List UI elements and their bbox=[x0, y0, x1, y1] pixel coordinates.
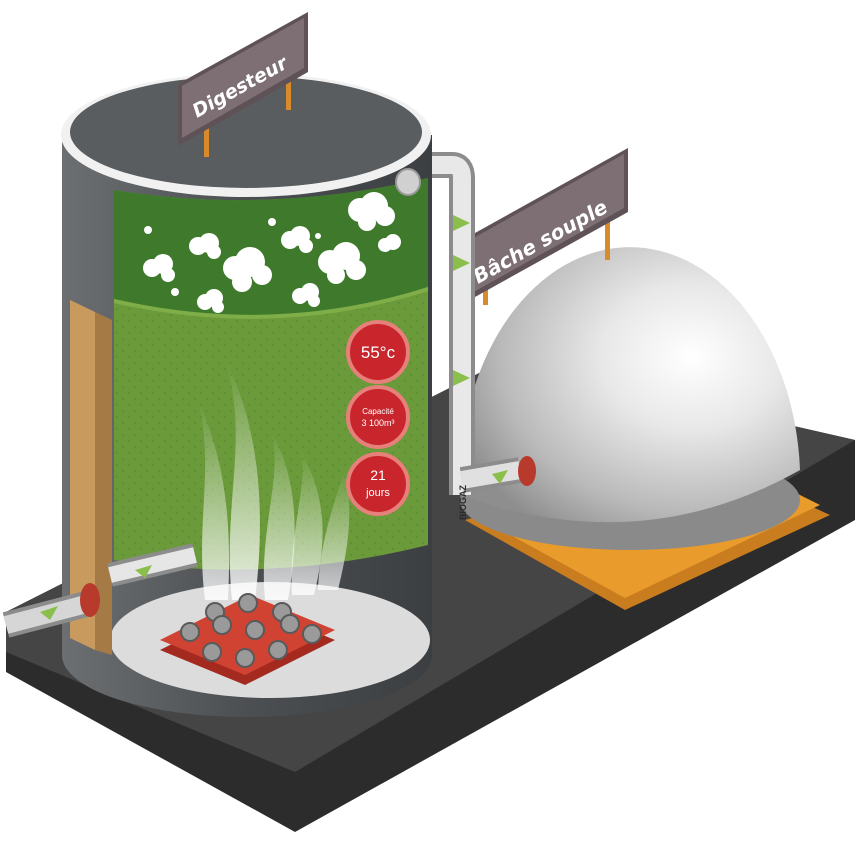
bubble-cluster bbox=[189, 233, 221, 259]
sign-post bbox=[605, 215, 610, 260]
capacity-value: 3 100m³ bbox=[361, 418, 394, 428]
sign-post bbox=[286, 80, 291, 110]
flexible-cover-dome bbox=[459, 247, 800, 550]
heating-manifold bbox=[160, 593, 335, 685]
gas-bubbles bbox=[143, 192, 401, 313]
inlet-pipes bbox=[2, 543, 198, 638]
flow-arrow-icon bbox=[453, 370, 470, 386]
duration-badge: 21 jours bbox=[346, 452, 410, 516]
sign-post bbox=[204, 115, 209, 157]
bubble-cluster bbox=[281, 226, 313, 253]
flow-arrow-icon bbox=[40, 606, 58, 620]
capacity-label: Capacité bbox=[362, 407, 394, 416]
bubble-cluster bbox=[143, 254, 175, 282]
pipe-flange bbox=[80, 583, 100, 617]
temperature-badge: 55°c bbox=[346, 320, 410, 384]
flow-arrow-icon bbox=[453, 255, 470, 271]
wooden-cladding bbox=[70, 300, 95, 650]
flow-arrow-icon bbox=[135, 565, 152, 578]
temperature-value: 55°c bbox=[361, 343, 396, 362]
pipe-flange bbox=[518, 456, 536, 486]
biogas-pipe-label: BIOGAZ bbox=[458, 484, 468, 520]
bubble-cluster bbox=[348, 192, 395, 231]
duration-value: 21 bbox=[370, 467, 386, 483]
steam-plumes bbox=[198, 360, 350, 600]
flow-arrow-icon bbox=[453, 215, 470, 231]
bubble-cluster bbox=[378, 234, 401, 252]
gas-outlet-port bbox=[395, 168, 421, 196]
bubble-cluster bbox=[292, 283, 320, 307]
bubble-cluster bbox=[197, 289, 224, 313]
flow-arrow-icon bbox=[492, 470, 508, 484]
biogas-pipe: BIOGAZ bbox=[428, 152, 536, 520]
tank-roof bbox=[70, 76, 422, 188]
bubble-cluster bbox=[318, 242, 366, 284]
wooden-cladding bbox=[95, 312, 112, 655]
capacity-badge: Capacité 3 100m³ bbox=[346, 385, 410, 449]
bubble-cluster bbox=[223, 247, 272, 292]
injector-nozzles bbox=[180, 593, 322, 668]
duration-unit: jours bbox=[365, 487, 390, 499]
